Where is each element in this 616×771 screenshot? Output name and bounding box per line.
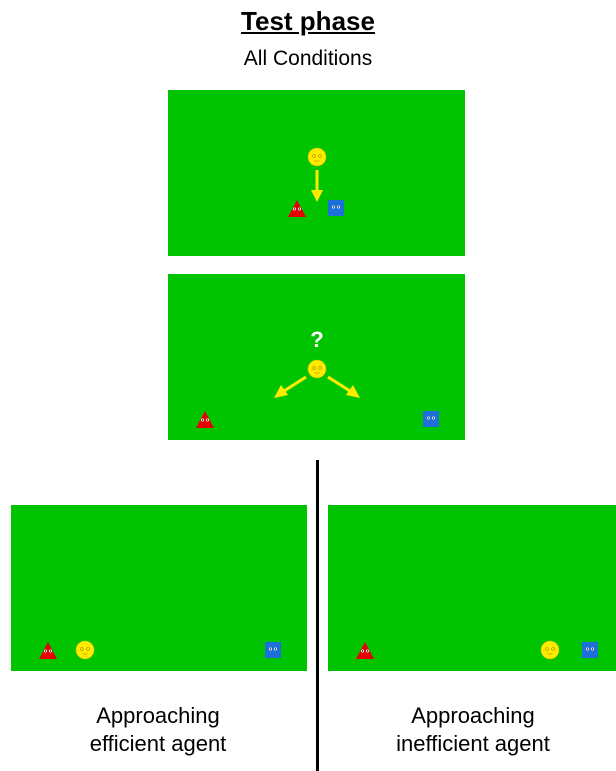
caption-inefficient-line2: inefficient agent xyxy=(352,730,594,758)
yellow-agent xyxy=(76,641,94,659)
yellow-agent xyxy=(541,641,559,659)
yellow-agent xyxy=(308,360,326,378)
yellow-agent xyxy=(308,148,326,166)
question-mark: ? xyxy=(310,327,323,352)
diagram-subtitle: All Conditions xyxy=(0,47,616,71)
caption-efficient-line1: Approaching xyxy=(40,702,276,730)
blue-square xyxy=(582,642,598,658)
caption-efficient-line2: efficient agent xyxy=(40,730,276,758)
panel-middle: ? xyxy=(168,274,465,440)
panel-background xyxy=(11,505,307,671)
panel-background xyxy=(168,274,465,440)
panel-bottom-right xyxy=(328,505,616,671)
panel-background xyxy=(328,505,616,671)
blue-square xyxy=(265,642,281,658)
panel-top xyxy=(168,90,465,256)
blue-square xyxy=(423,411,439,427)
caption-efficient: Approaching efficient agent xyxy=(40,702,276,758)
vertical-divider xyxy=(316,460,319,771)
diagram-title: Test phase xyxy=(0,6,616,37)
caption-inefficient-line1: Approaching xyxy=(352,702,594,730)
caption-inefficient: Approaching inefficient agent xyxy=(352,702,594,758)
panel-bottom-left xyxy=(11,505,307,671)
blue-square xyxy=(328,200,344,216)
